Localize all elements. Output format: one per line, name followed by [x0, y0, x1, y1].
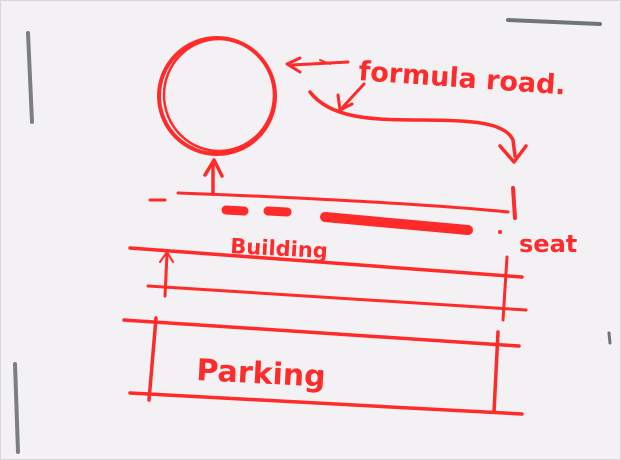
parking-block — [122, 316, 524, 416]
up-arrow-to-circle — [203, 158, 224, 196]
label-parking: Parking — [196, 353, 327, 395]
pointer-arrow-to-circle — [285, 56, 350, 74]
staple-top-right — [506, 18, 602, 26]
building-block — [128, 246, 528, 322]
dash-one — [221, 205, 249, 216]
staple-top-left — [26, 31, 34, 124]
formula-road-circle-overstroke — [162, 37, 276, 153]
pointer-arrow-to-curve — [336, 82, 366, 112]
staple-bottom-left — [13, 362, 20, 454]
thick-bar — [320, 212, 473, 235]
dash-two — [263, 206, 292, 217]
staple-right-edge — [607, 331, 612, 345]
label-seat: seat — [519, 230, 577, 258]
seat-tick — [511, 186, 517, 220]
road-line — [148, 191, 510, 214]
seat-dot — [498, 230, 502, 234]
label-building: Building — [230, 234, 329, 263]
label-formula-road: formula road. — [358, 56, 567, 101]
curve-arrow-to-seat — [308, 90, 528, 164]
